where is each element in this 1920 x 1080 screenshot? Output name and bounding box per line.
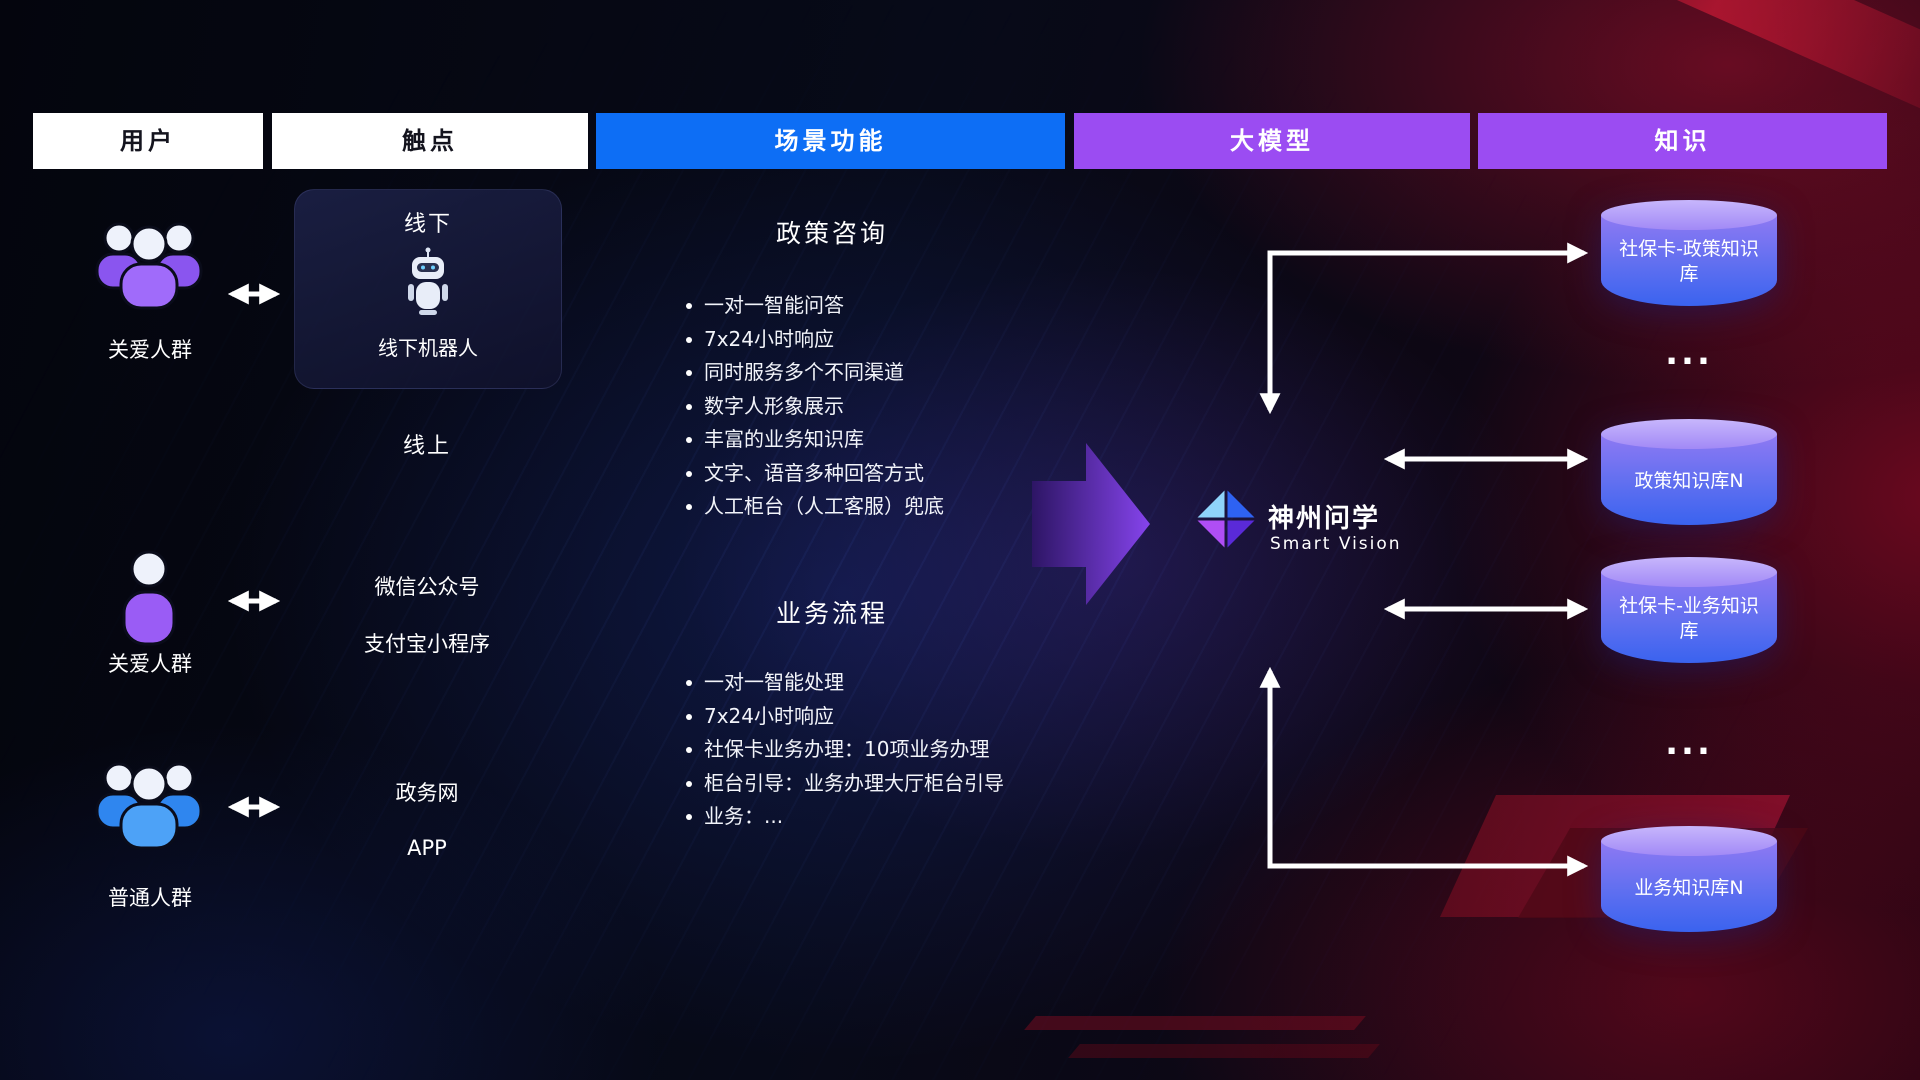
list-item: 文字、语音多种回答方式 bbox=[682, 457, 1112, 491]
touchpoint-alipay: 支付宝小程序 bbox=[364, 632, 490, 656]
user-group-care-label: 关爱人群 bbox=[108, 338, 192, 362]
scenario-title-policy: 政策咨询 bbox=[775, 219, 888, 248]
arrow-model-db1-elbow bbox=[1259, 242, 1589, 415]
header-col-users: 用户 bbox=[33, 113, 263, 169]
cylinder-body bbox=[1601, 434, 1777, 525]
knowledge-db-label: 政策知识库N bbox=[1634, 469, 1744, 492]
knowledge-db-ssc-policy: 社保卡-政策知识库 bbox=[1601, 200, 1777, 306]
cylinder-top bbox=[1601, 200, 1777, 230]
big-flow-arrow bbox=[1032, 431, 1150, 621]
touchpoint-app: APP bbox=[407, 836, 447, 860]
header-col-model: 大模型 bbox=[1074, 113, 1470, 169]
scenario-policy-list: 一对一智能问答 7x24小时响应 同时服务多个不同渠道 数字人形象展示 丰富的业… bbox=[682, 289, 1112, 524]
knowledge-db-label: 社保卡-业务知识库 bbox=[1619, 595, 1759, 642]
cylinder-body bbox=[1601, 215, 1777, 306]
list-item: 丰富的业务知识库 bbox=[682, 423, 1112, 457]
offline-touchpoint-card: 线下 线下机器人 bbox=[294, 189, 562, 389]
user-group-general-label: 普通人群 bbox=[108, 886, 192, 910]
list-item: 社保卡业务办理：10项业务办理 bbox=[682, 733, 1112, 767]
cylinder-top bbox=[1601, 557, 1777, 587]
robot-icon bbox=[295, 246, 561, 318]
list-item: 数字人形象展示 bbox=[682, 390, 1112, 424]
smart-vision-logo-icon bbox=[1196, 489, 1256, 553]
knowledge-db-ssc-business: 社保卡-业务知识库 bbox=[1601, 557, 1777, 663]
red-bar-decoration bbox=[1024, 1016, 1366, 1030]
user-single-care-icon bbox=[114, 548, 184, 652]
touchpoint-gov: 政务网 bbox=[395, 781, 459, 805]
list-item: 7x24小时响应 bbox=[682, 323, 1112, 357]
knowledge-ellipsis-1: ... bbox=[1665, 333, 1713, 373]
list-item: 人工柜台（人工客服）兜底 bbox=[682, 490, 1112, 524]
model-name: 神州问学 bbox=[1268, 504, 1381, 534]
scenario-title-business: 业务流程 bbox=[775, 599, 888, 628]
red-bar-decoration-2 bbox=[1068, 1044, 1380, 1058]
header-col-knowledge: 知识 bbox=[1478, 113, 1887, 169]
knowledge-db-policy-n: 政策知识库N bbox=[1601, 419, 1777, 525]
header-col-touchpoints: 触点 bbox=[272, 113, 588, 169]
knowledge-db-business-n: 业务知识库N bbox=[1601, 826, 1777, 932]
offline-robot-label: 线下机器人 bbox=[378, 336, 478, 360]
knowledge-db-label: 业务知识库N bbox=[1634, 876, 1744, 899]
cylinder-top bbox=[1601, 419, 1777, 449]
list-item: 7x24小时响应 bbox=[682, 700, 1112, 734]
user-single-care-label: 关爱人群 bbox=[108, 652, 192, 676]
arrow-model-db4-elbow bbox=[1259, 666, 1589, 877]
list-item: 一对一智能问答 bbox=[682, 289, 1112, 323]
cylinder-body bbox=[1601, 572, 1777, 663]
model-subtitle: Smart Vision bbox=[1270, 534, 1402, 554]
scenario-business-list: 一对一智能处理 7x24小时响应 社保卡业务办理：10项业务办理 柜台引导：业务… bbox=[682, 666, 1112, 834]
list-item: 业务：... bbox=[682, 800, 1112, 834]
knowledge-ellipsis-2: ... bbox=[1665, 723, 1713, 763]
touchpoint-wechat: 微信公众号 bbox=[374, 575, 480, 599]
user-group-general-icon bbox=[85, 752, 213, 864]
user-group-care-icon bbox=[85, 212, 213, 324]
list-item: 柜台引导：业务办理大厅柜台引导 bbox=[682, 767, 1112, 801]
online-title: 线上 bbox=[402, 434, 451, 459]
knowledge-db-label: 社保卡-政策知识库 bbox=[1619, 238, 1759, 285]
list-item: 一对一智能处理 bbox=[682, 666, 1112, 700]
offline-title: 线下 bbox=[403, 212, 452, 237]
header-col-scenarios: 场景功能 bbox=[596, 113, 1065, 169]
list-item: 同时服务多个不同渠道 bbox=[682, 356, 1112, 390]
